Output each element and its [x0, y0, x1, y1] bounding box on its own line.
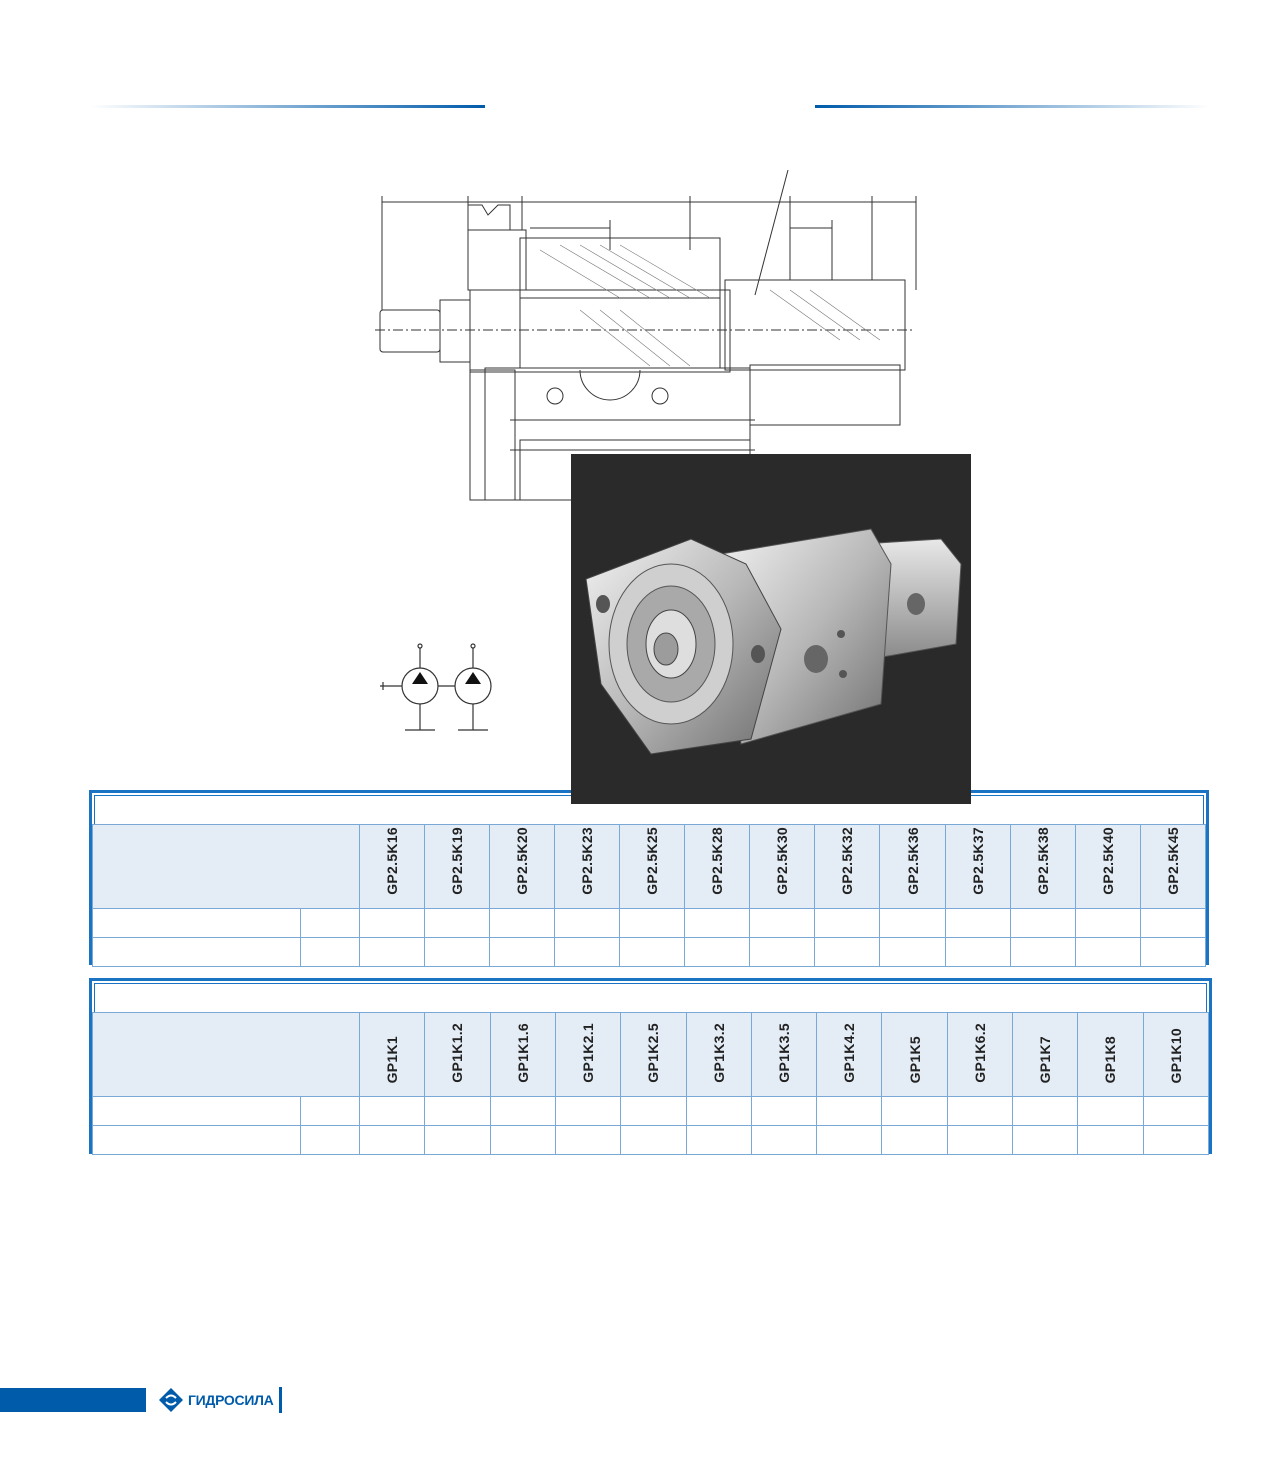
model-label: GP2.5K20 — [514, 827, 531, 895]
model-label: GP1K1 — [384, 1035, 401, 1083]
spec-table-gp25: GP2.5K16 GP2.5K19 GP2.5K20 GP2.5K23 GP2.… — [89, 790, 1209, 967]
model-header: GP1K1.2 — [424, 1012, 491, 1097]
footer-bar — [0, 1388, 146, 1412]
gear-pump-photo-icon — [585, 528, 962, 755]
model-header: GP1K2.5 — [620, 1012, 687, 1097]
model-label: GP2.5K28 — [709, 827, 726, 895]
model-label: GP1K3.2 — [710, 1023, 727, 1083]
model-label: GP2.5K25 — [644, 827, 661, 895]
model-header: GP2.5K40 — [1074, 824, 1141, 909]
model-label: GP1K2.1 — [580, 1023, 597, 1083]
model-header: GP1K8 — [1077, 1012, 1144, 1097]
model-label: GP2.5K37 — [969, 827, 986, 895]
model-label: GP2.5K19 — [449, 827, 466, 895]
model-header: GP1K4.2 — [816, 1012, 883, 1097]
pump-section-drawing-icon — [375, 170, 917, 501]
model-label: GP1K3.5 — [775, 1023, 792, 1083]
model-header: GP1K7 — [1012, 1012, 1079, 1097]
spec-grid-gp25: GP2.5K16 GP2.5K19 GP2.5K20 GP2.5K23 GP2.… — [92, 824, 1207, 967]
model-header: GP2.5K23 — [554, 824, 621, 909]
header-label-cell — [91, 1012, 361, 1097]
gear-pump-photo — [571, 454, 971, 804]
spec-table-gp1: GP1K1 GP1K1.2 GP1K1.6 GP1K2.1 GP1K2.5 GP… — [89, 978, 1212, 1155]
logo-divider — [279, 1387, 283, 1413]
model-label: GP2.5K32 — [839, 827, 856, 895]
model-label: GP1K2.5 — [645, 1023, 662, 1083]
model-label: GP2.5K16 — [384, 827, 400, 895]
model-header: GP2.5K20 — [489, 824, 556, 909]
brand-logo: ГИДРОСИЛА — [158, 1383, 283, 1417]
model-header: GP1K3.2 — [685, 1012, 752, 1097]
model-label: GP1K6.2 — [971, 1023, 988, 1083]
table-row — [92, 908, 1207, 938]
model-header: GP1K1.6 — [489, 1012, 556, 1097]
header-label-cell — [92, 824, 360, 909]
model-header: GP2.5K16 — [358, 824, 426, 909]
model-label: GP1K4.2 — [841, 1023, 858, 1083]
model-header: GP1K1 — [359, 1012, 426, 1097]
model-header: GP1K6.2 — [946, 1012, 1014, 1097]
header-rule-right — [815, 105, 1210, 108]
table-row — [92, 1125, 1210, 1155]
model-header: GP1K10 — [1142, 1012, 1210, 1097]
model-header: GP1K2.1 — [554, 1012, 622, 1097]
model-header: GP2.5K28 — [684, 824, 751, 909]
model-label: GP2.5K30 — [774, 827, 791, 895]
gidrosila-logo-icon — [159, 1388, 183, 1412]
model-header: GP1K3.5 — [750, 1012, 818, 1097]
model-label: GP1K8 — [1102, 1035, 1119, 1083]
model-label: GP2.5K40 — [1099, 827, 1116, 895]
table-row — [92, 1096, 1210, 1126]
model-label: GP2.5K38 — [1034, 827, 1051, 895]
model-label: GP1K7 — [1037, 1035, 1054, 1083]
model-header: GP2.5K38 — [1009, 824, 1076, 909]
model-header: GP2.5K30 — [749, 824, 816, 909]
model-label: GP2.5K45 — [1164, 827, 1181, 895]
model-header: GP2.5K25 — [619, 824, 686, 909]
model-header: GP2.5K32 — [814, 824, 881, 909]
model-header: GP2.5K19 — [424, 824, 491, 909]
spec-grid-gp1: GP1K1 GP1K1.2 GP1K1.6 GP1K2.1 GP1K2.5 GP… — [91, 1012, 1210, 1155]
model-label: GP1K1.6 — [514, 1023, 531, 1083]
table-row — [92, 937, 1207, 967]
model-header: GP2.5K36 — [879, 824, 946, 909]
model-label: GP2.5K36 — [904, 827, 921, 895]
model-label: GP1K5 — [906, 1035, 923, 1083]
model-label: GP1K1.2 — [449, 1023, 466, 1083]
brand-name: ГИДРОСИЛА — [188, 1392, 274, 1408]
model-header: GP2.5K45 — [1139, 824, 1207, 909]
hydraulic-double-pump-symbol-icon — [380, 643, 492, 731]
header-rule-left — [90, 105, 485, 108]
model-label: GP1K10 — [1167, 1027, 1184, 1084]
model-header: GP1K5 — [881, 1012, 948, 1097]
model-header: GP2.5K37 — [944, 824, 1011, 909]
model-label: GP2.5K23 — [579, 827, 596, 895]
